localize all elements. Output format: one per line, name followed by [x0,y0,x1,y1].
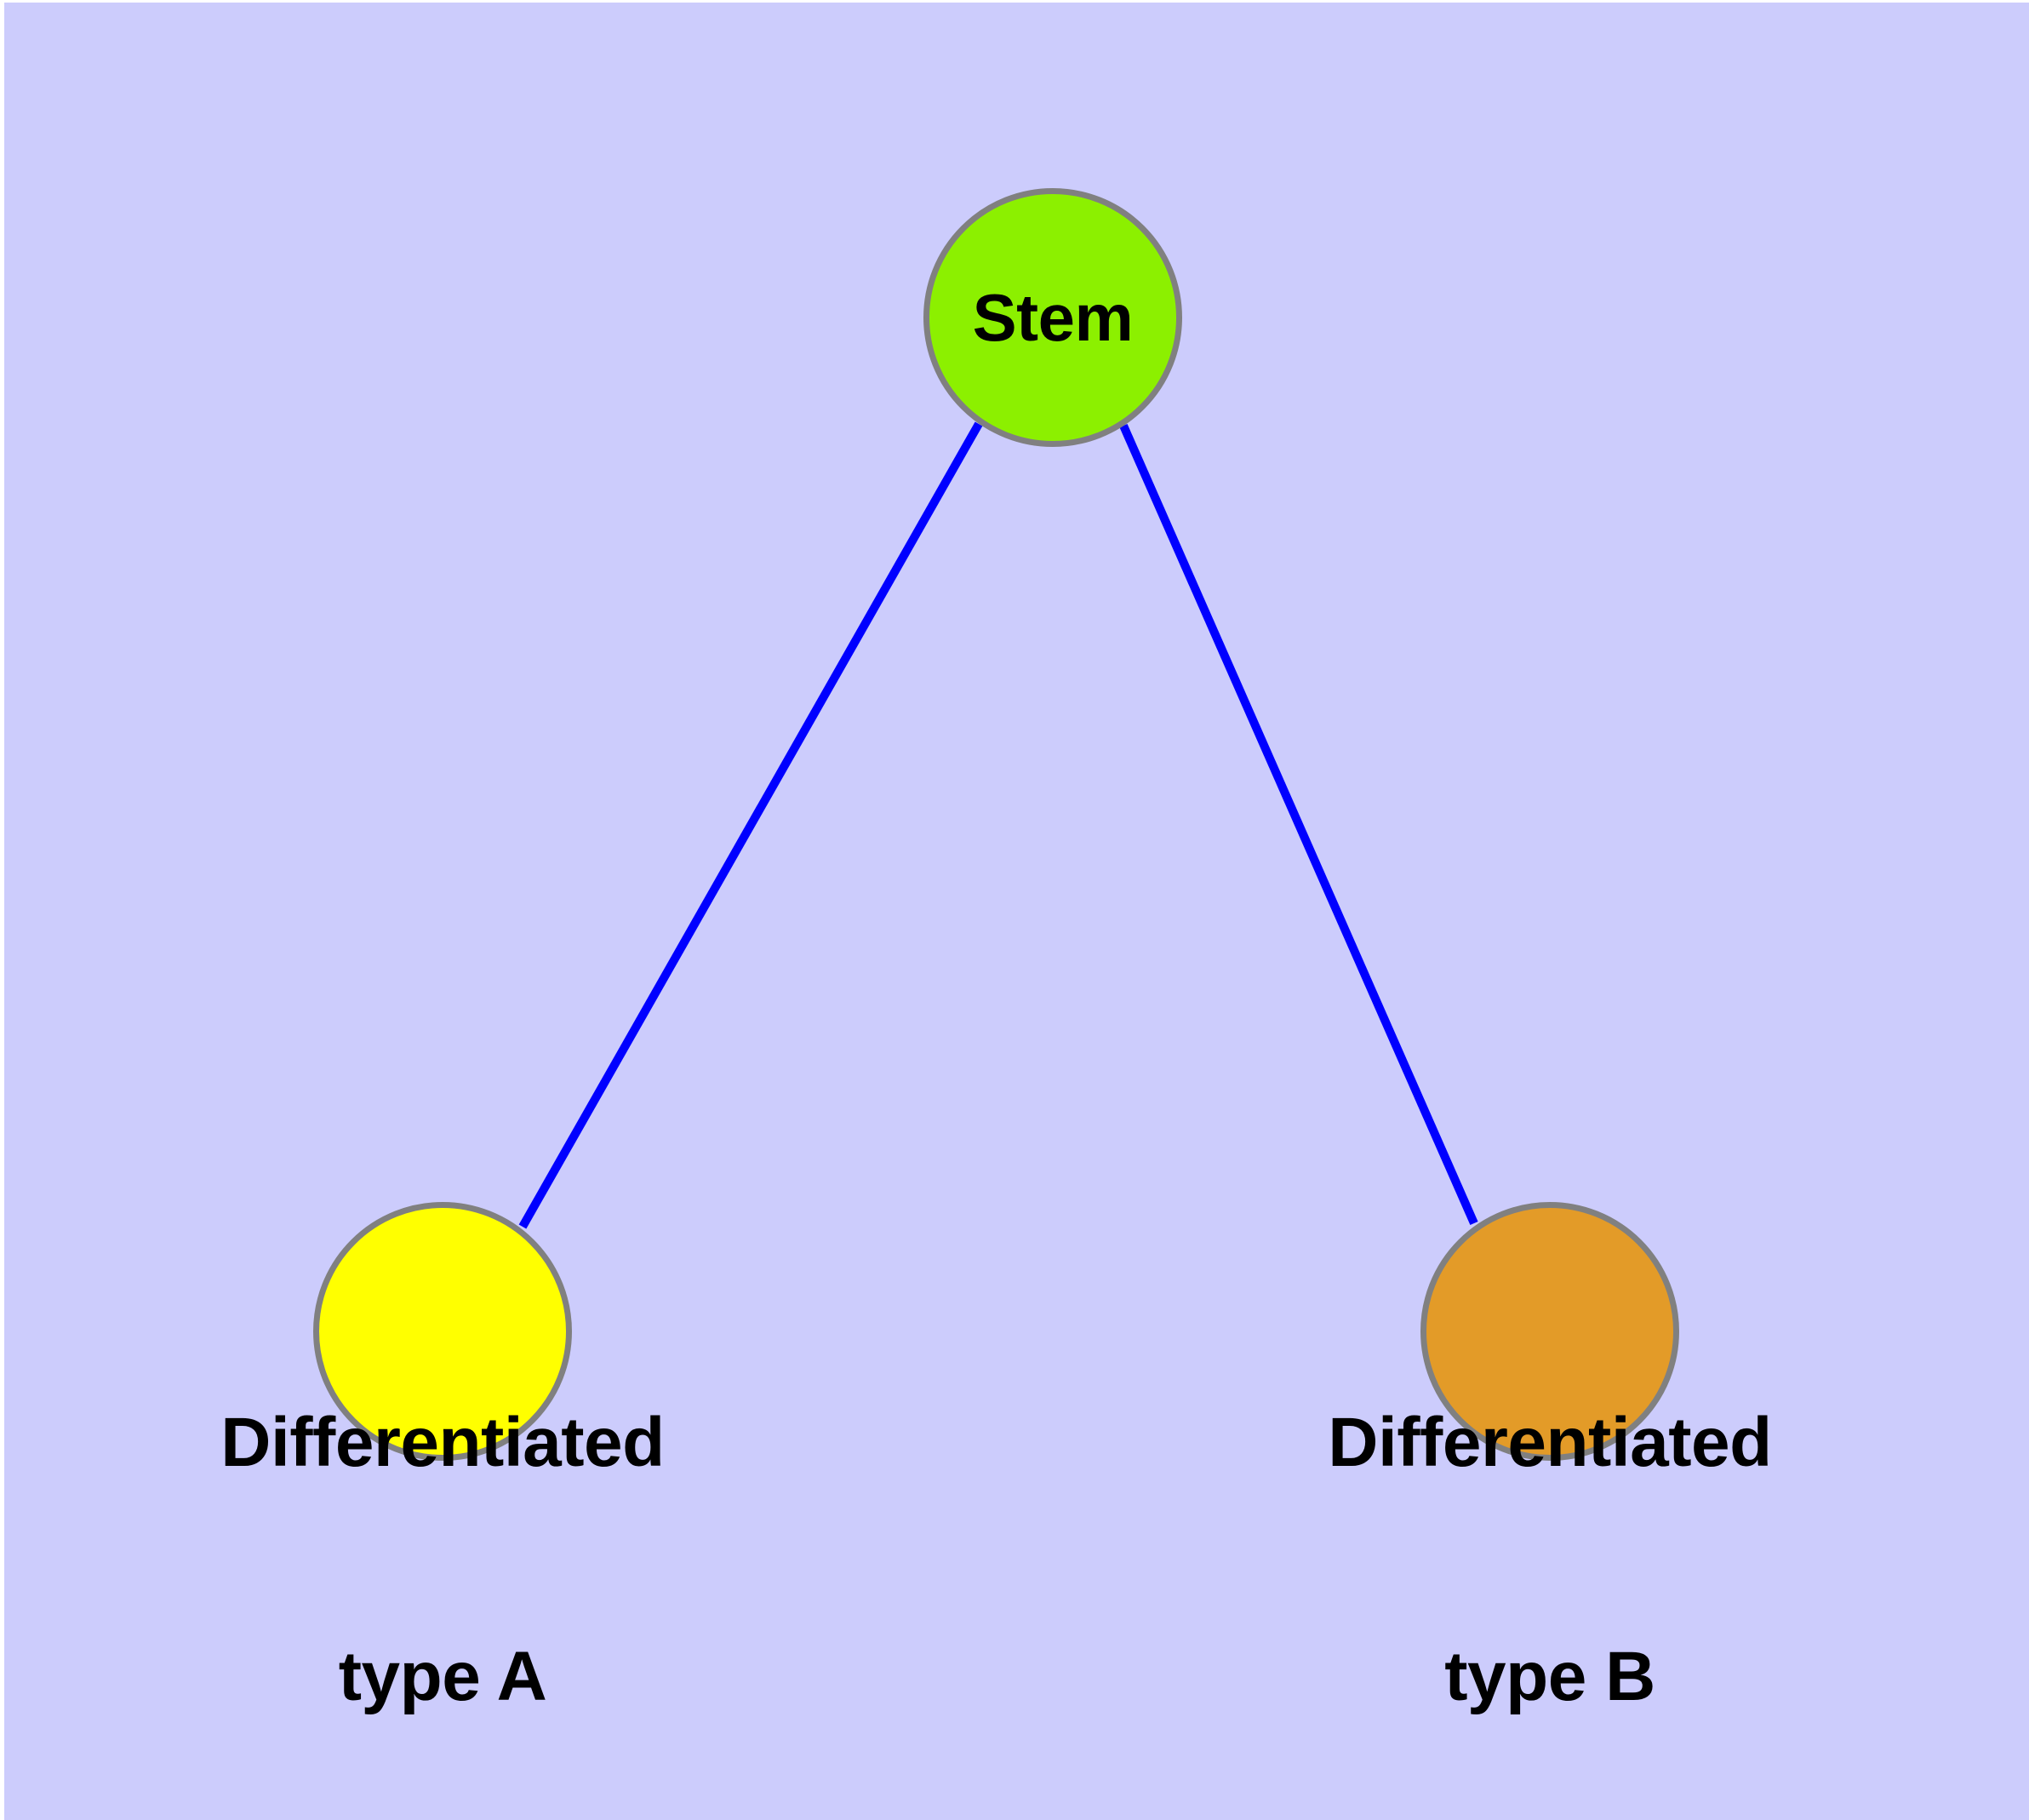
node-differentiated-type-b[interactable] [1420,1202,1679,1461]
edge-stem-to-type-b[interactable] [1119,423,1478,1226]
node-layer [313,188,1679,1461]
edge-layer [518,421,1478,1229]
node-differentiated-type-a[interactable] [313,1202,572,1461]
edge-stem-to-type-a[interactable] [518,421,983,1229]
node-stem[interactable] [923,188,1182,447]
